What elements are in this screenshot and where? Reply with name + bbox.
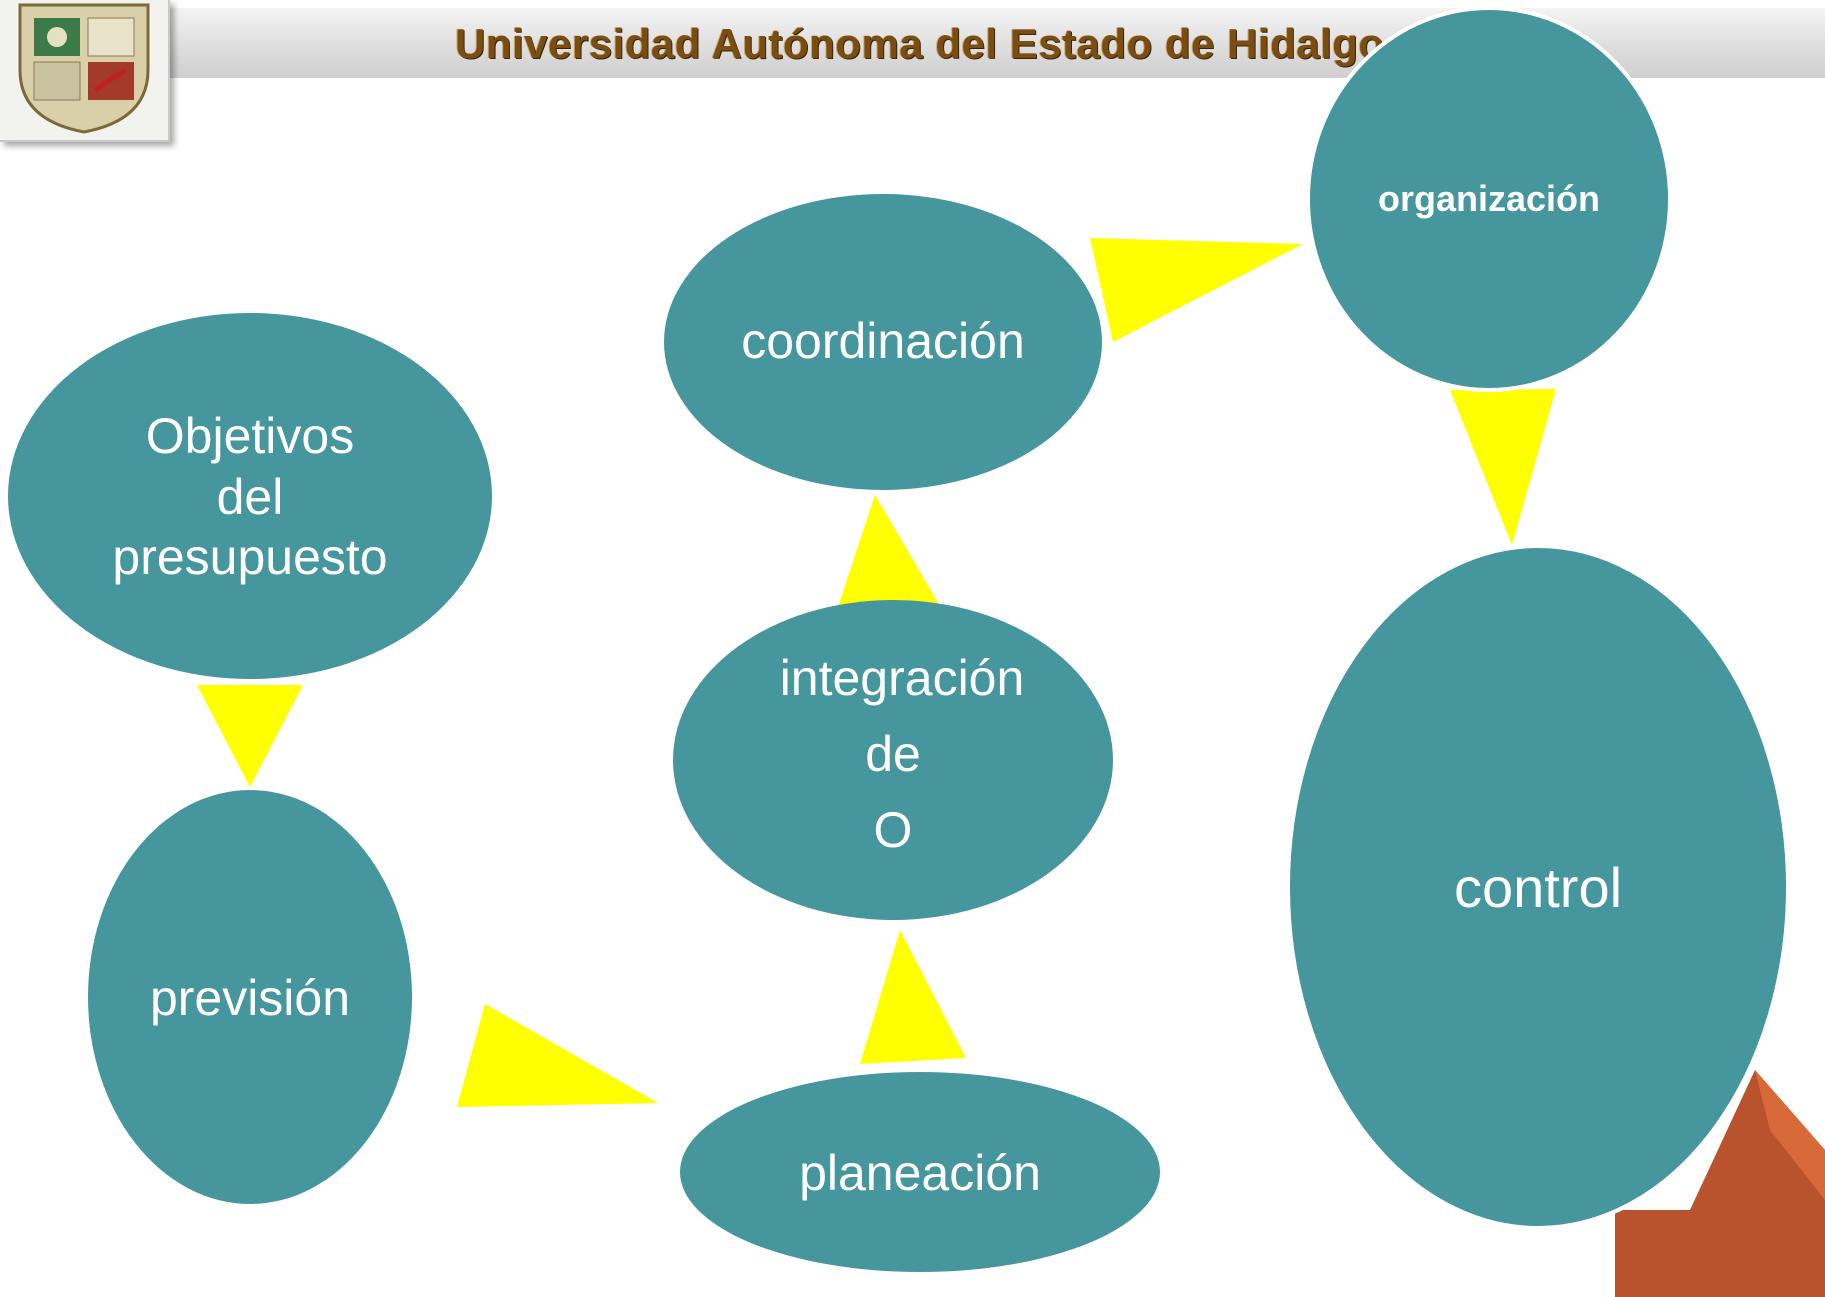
node-coordinacion-label: coordinación [741, 313, 1025, 369]
node-coordinacion: coordinación [664, 194, 1102, 490]
node-planeacion: planeación [680, 1072, 1160, 1272]
node-objetivos-line-2: del [217, 469, 284, 525]
node-integracion-line-1: integración [780, 650, 1025, 706]
node-organizacion-label: organización [1378, 178, 1600, 219]
node-objetivos: Objetivos del presupuesto [8, 313, 492, 679]
university-crest-icon [0, 0, 170, 142]
arrow-organizacion-to-coordinacion [1090, 238, 1303, 342]
node-integracion-line-3: O [874, 802, 913, 858]
arrow-planeacion-to-integracion [860, 930, 966, 1064]
node-planeacion-label: planeación [799, 1145, 1041, 1201]
node-integracion-line-2: de [865, 726, 921, 782]
arrow-integracion-to-coordinacion [836, 495, 943, 613]
node-prevision-label: previsión [150, 970, 350, 1026]
node-control: control [1286, 544, 1790, 1230]
arrow-objetivos-to-prevision [197, 685, 303, 787]
node-prevision: previsión [88, 790, 412, 1204]
node-objetivos-line-3: presupuesto [112, 529, 387, 585]
university-title: Universidad Autónoma del Estado de Hidal… [455, 20, 1385, 67]
node-control-label: control [1454, 856, 1622, 919]
node-organizacion: organización [1306, 6, 1672, 392]
node-objetivos-line-1: Objetivos [146, 408, 354, 464]
arrow-organizacion-to-control [1450, 389, 1556, 545]
arrow-planeacion-to-prevision [457, 1004, 658, 1107]
node-integracion: integración de O [673, 600, 1113, 920]
next-arrow-icon[interactable] [1615, 1070, 1825, 1297]
